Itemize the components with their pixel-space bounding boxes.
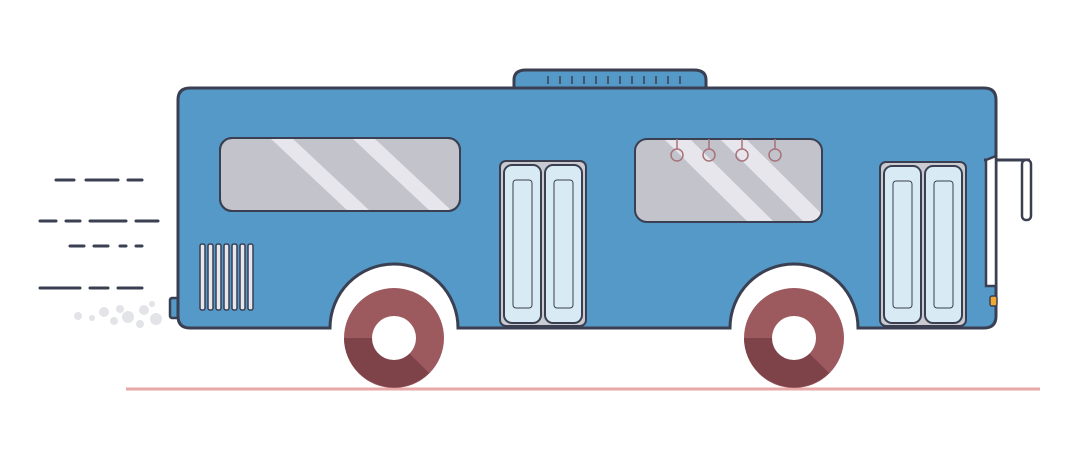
- front-window: [634, 138, 823, 223]
- exhaust-puff: [149, 301, 155, 307]
- front-door: [879, 161, 967, 327]
- exhaust-puff: [150, 313, 162, 325]
- rear-window: [219, 137, 461, 212]
- exhaust-puff: [110, 317, 118, 325]
- front-wheel: [744, 288, 844, 388]
- exhaust-puff: [139, 305, 149, 315]
- exhaust-puff: [99, 307, 109, 317]
- exhaust-puff: [116, 305, 124, 313]
- side-mirror: [984, 154, 1033, 288]
- exhaust-puff: [122, 311, 134, 323]
- engine-grille: [199, 243, 254, 311]
- exhaust-puff: [136, 320, 144, 328]
- exhaust-puff: [89, 315, 95, 321]
- middle-door: [499, 160, 587, 327]
- grab-handles: [670, 139, 782, 162]
- headlight: [989, 295, 998, 307]
- rear-wheel: [344, 288, 444, 388]
- exhaust-puff: [74, 312, 82, 320]
- exhaust-puffs: [74, 301, 162, 328]
- roof-vent: [512, 68, 708, 90]
- speed-lines: [38, 178, 160, 290]
